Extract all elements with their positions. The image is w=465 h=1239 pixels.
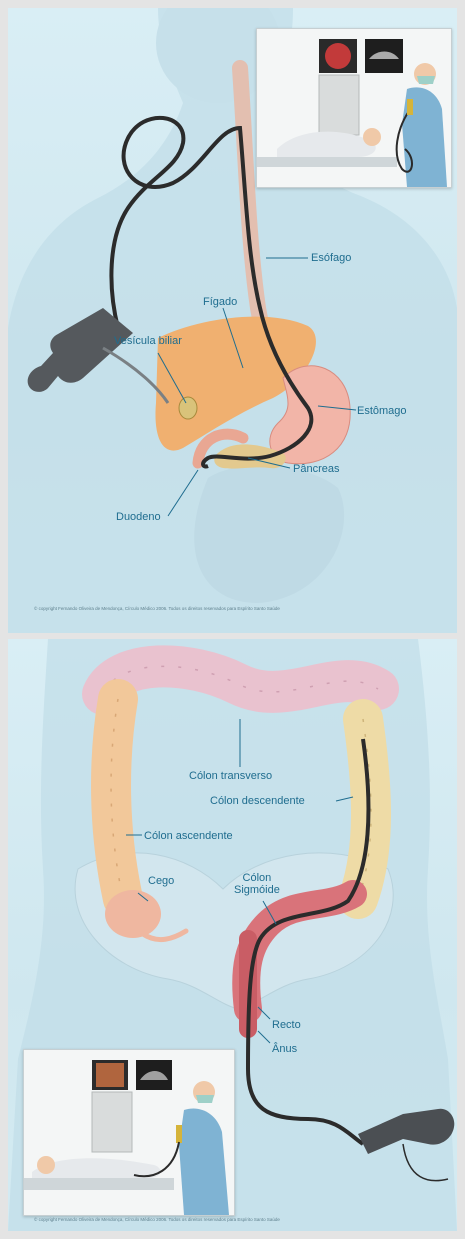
doctor-mask [417, 76, 435, 84]
copyright-top: © copyright Fernando Oliveira de Mendonç… [34, 606, 280, 611]
label-estomago: Estômago [357, 405, 407, 417]
inset-patient-head [37, 1156, 55, 1174]
label-colon-descendente: Cólon descendente [210, 795, 305, 807]
cecum [105, 890, 161, 938]
colon-ascending [111, 699, 123, 899]
label-esofago: Esófago [311, 252, 351, 264]
bed [257, 157, 397, 167]
label-colon-transverso: Cólon transverso [189, 770, 272, 782]
inset-doctor-mask [196, 1095, 214, 1103]
label-colon-ascendente: Cólon ascendente [144, 830, 233, 842]
copyright-bottom: © copyright Fernando Oliveira de Mendonç… [34, 1217, 280, 1222]
procedure-inset-artwork [257, 29, 451, 187]
label-vesicula-biliar: Vesícula biliar [114, 335, 182, 347]
label-colon-sigmoide: Cólon Sigmóide [234, 872, 280, 896]
label-recto: Recto [272, 1019, 301, 1031]
equipment-cart [319, 75, 359, 135]
procedure-inset [256, 28, 452, 188]
inset-monitor-left-screen [96, 1063, 124, 1087]
upper-gi-illustration: Esófago Fígado Vesícula biliar Estômago … [8, 8, 457, 633]
colonoscopy-inset-artwork [24, 1050, 234, 1215]
inset-colonoscope-handle [176, 1125, 182, 1143]
inset-scope-handle [407, 99, 413, 115]
label-duodeno: Duodeno [116, 511, 161, 523]
label-pancreas: Pâncreas [293, 463, 339, 475]
label-cego: Cego [148, 875, 174, 887]
patient-head [363, 128, 381, 146]
monitor-left-screen [325, 43, 351, 69]
label-anus: Ânus [272, 1043, 297, 1055]
gall-bladder [179, 397, 197, 419]
inset-bed [24, 1178, 174, 1190]
colonoscopy-inset [23, 1049, 235, 1216]
label-figado: Fígado [203, 296, 237, 308]
inset-equipment-cart [92, 1092, 132, 1152]
lower-gi-illustration: Cólon transverso Cólon descendente Cólon… [8, 639, 457, 1231]
